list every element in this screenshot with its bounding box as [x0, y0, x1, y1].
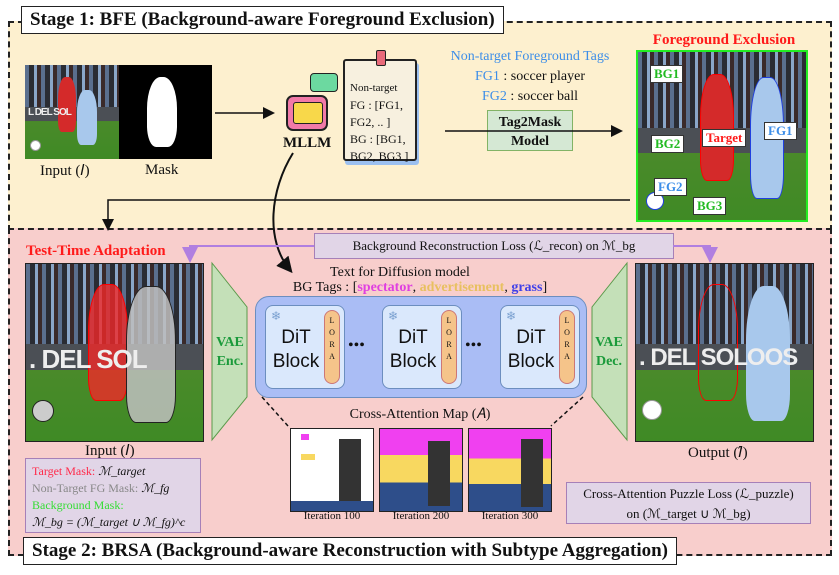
- fe-title: Foreground Exclusion: [652, 32, 796, 48]
- ad-board-text: L DEL SOL: [28, 107, 72, 119]
- snowflake-icon: ❄: [388, 309, 399, 323]
- iteration-100-label: Iteration 100: [303, 510, 361, 522]
- arrow-mllm-to-text: [272, 152, 294, 274]
- iteration-200-label: Iteration 200: [392, 510, 450, 522]
- cam-title: Cross-Attention Map (𝐴): [349, 407, 491, 422]
- input-image: L DEL SOL: [25, 65, 119, 159]
- arrow-to-stage2: [102, 199, 210, 231]
- mask-image: [119, 65, 212, 159]
- iteration-300-label: Iteration 300: [481, 510, 539, 522]
- output-image: . DEL SOLOOS: [635, 263, 814, 442]
- recon-arrow-left: [182, 245, 314, 263]
- fg1-tag: FG1 : soccer player: [474, 69, 586, 84]
- ad-board-text: . DEL SOLOOS: [639, 343, 798, 371]
- bg-tags: BG Tags : [spectator, advertisement, gra…: [292, 280, 548, 295]
- ad-board-text: . DEL SOL: [29, 343, 148, 371]
- stage2-title: Stage 2: BRSA (Background-aware Reconstr…: [23, 537, 677, 565]
- input-label: Input (𝐼): [40, 163, 90, 179]
- puzzle-loss-box: Cross-Attention Puzzle Loss (ℒ_puzzle)on…: [566, 482, 811, 524]
- snowflake-icon: ❄: [271, 309, 282, 323]
- mllm-label: MLLM: [283, 135, 332, 151]
- vae-decoder-shape: [591, 261, 628, 442]
- attention-map-100: [290, 428, 374, 512]
- attention-map-200: [379, 428, 463, 512]
- snowflake-icon: ❄: [506, 309, 517, 323]
- foreground-exclusion-image: BG1 BG2 Target FG1 FG2 BG3: [636, 50, 808, 222]
- stage1-title: Stage 1: BFE (Background-aware Foregroun…: [21, 6, 504, 34]
- recon-loss-box: Background Reconstruction Loss (ℒ_recon)…: [314, 233, 674, 259]
- fg2-tag: FG2 : soccer ball: [481, 89, 579, 104]
- robot-icon: [286, 95, 328, 131]
- tta-input-image: . DEL SOL: [25, 263, 204, 442]
- attention-map-300: [468, 428, 552, 512]
- tta-title: Test-Time Adaptation: [26, 243, 166, 259]
- recon-arrow-right: [673, 245, 718, 263]
- pin-icon: [376, 50, 386, 66]
- output-label: Output (𝐼̂): [688, 445, 748, 461]
- ellipsis: •••: [465, 337, 482, 354]
- tta-input-label: Input (𝐼): [85, 443, 135, 459]
- tags-title: Non-target Foreground Tags: [450, 49, 610, 64]
- vae-encoder-shape: [211, 261, 248, 442]
- text-title: Text for Diffusion model: [330, 265, 470, 280]
- ellipsis: •••: [348, 337, 365, 354]
- tag-note: Non-target FG : [FG1, FG2, .. ] BG : [BG…: [343, 59, 417, 163]
- mask-legend: Target Mask: ℳ_target Non-Target FG Mask…: [25, 458, 201, 533]
- chat-bubble-icon: [310, 73, 338, 92]
- mask-label: Mask: [145, 162, 179, 178]
